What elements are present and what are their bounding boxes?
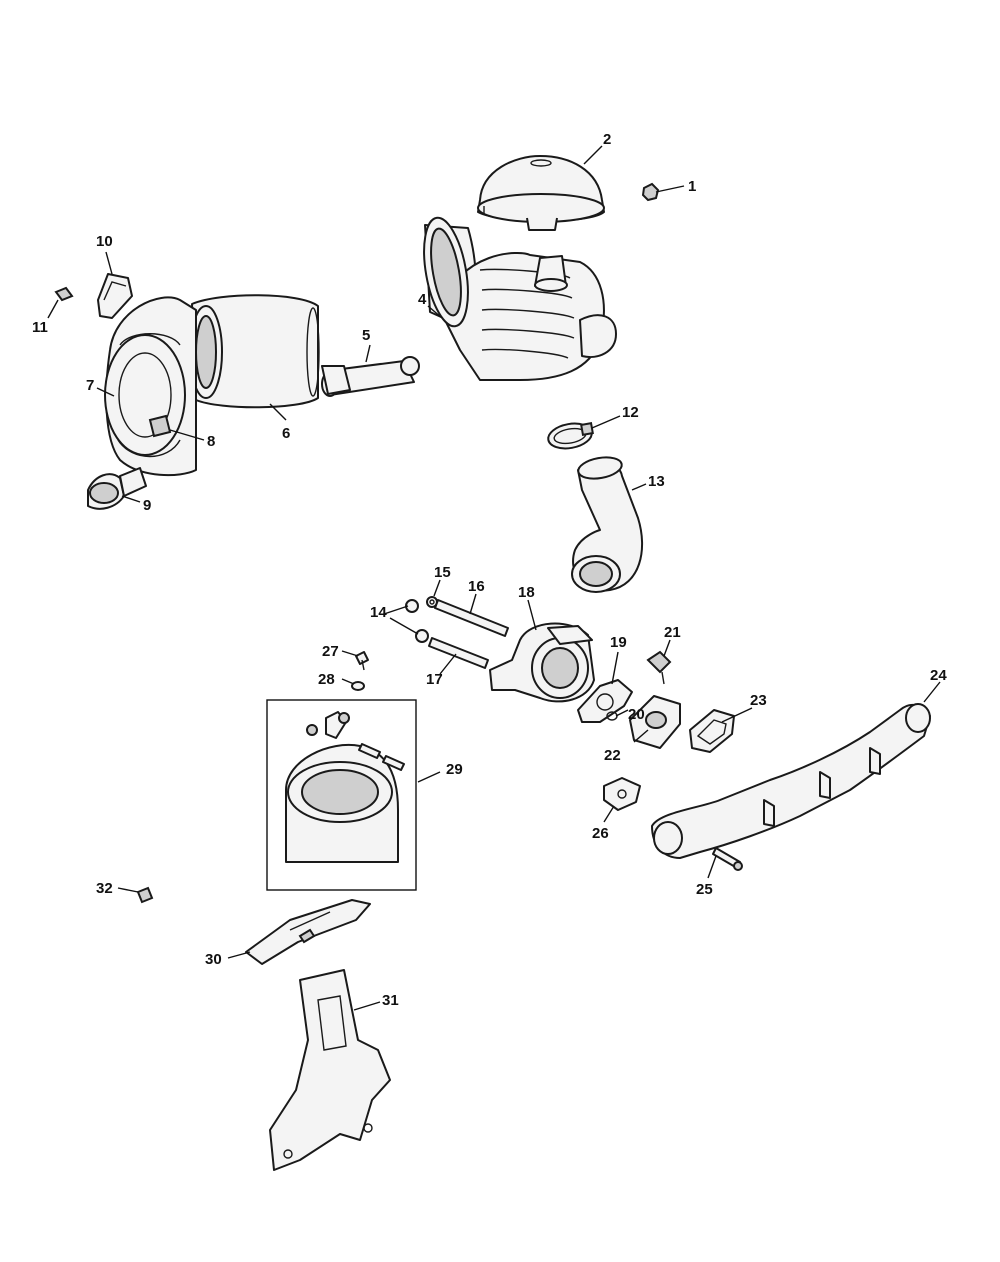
part-13-hose (571, 456, 644, 593)
callout-26: 26 (592, 825, 609, 842)
part-10-bracket (97, 273, 133, 319)
part-28-washer (351, 681, 365, 691)
callout-32: 32 (96, 880, 113, 897)
callout-30: 30 (205, 951, 222, 968)
callout-25: 25 (696, 881, 713, 898)
callout-18: 18 (518, 584, 535, 601)
part-21-fitting (646, 650, 672, 685)
part-27-bolt (355, 651, 369, 671)
callout-2: 2 (603, 131, 611, 148)
callout-9: 9 (143, 497, 151, 514)
part-16-stud (434, 599, 509, 637)
callout-28: 28 (318, 671, 335, 688)
callout-10: 10 (96, 233, 113, 250)
part-5-tube (321, 356, 420, 397)
callout-4: 4 (418, 291, 427, 308)
callout-23: 23 (750, 692, 767, 709)
callout-14: 14 (370, 604, 387, 621)
callout-19: 19 (610, 634, 627, 651)
part-14-nuts (405, 599, 429, 643)
callout-27: 27 (322, 643, 339, 660)
part-8-clip (148, 414, 172, 438)
callout-1: 1 (688, 178, 696, 195)
callout-6: 6 (282, 425, 290, 442)
part-2-cover (477, 155, 605, 231)
callout-11: 11 (32, 319, 48, 336)
part-31-support (269, 969, 391, 1171)
callout-22: 22 (604, 747, 621, 764)
part-1-clip (641, 182, 660, 202)
part-9-valve (87, 467, 147, 510)
callout-17: 17 (426, 671, 443, 688)
callout-8: 8 (207, 433, 215, 450)
callout-12: 12 (622, 404, 639, 421)
part-24-manifold (651, 703, 931, 859)
part-30-bracket (245, 899, 371, 965)
callout-16: 16 (468, 578, 485, 595)
callout-5: 5 (362, 327, 370, 344)
leader-lines (47, 145, 941, 1011)
part-17-stud (428, 637, 489, 669)
callout-15: 15 (434, 564, 451, 581)
part-7-end-cap (104, 296, 197, 477)
callout-labels: 1 2 4 5 6 7 8 9 10 11 12 13 14 15 16 17 … (32, 131, 947, 1009)
part-23-gasket (689, 709, 735, 753)
part-18-adapter (489, 622, 595, 703)
part-29-band-assembly (266, 699, 417, 891)
part-4-housing (423, 216, 617, 381)
part-12-clamp (547, 422, 594, 450)
part-25-bolt (712, 847, 743, 871)
callout-21: 21 (664, 624, 681, 641)
part-32-clip (136, 886, 154, 904)
part-26-plate (603, 777, 641, 811)
callout-7: 7 (86, 377, 94, 394)
callout-13: 13 (648, 473, 665, 490)
part-11-screw (54, 286, 74, 302)
part-6-filter (189, 294, 320, 409)
callout-24: 24 (930, 667, 947, 684)
callout-20: 20 (628, 706, 645, 723)
part-19-gasket (577, 679, 633, 723)
callout-31: 31 (382, 992, 399, 1009)
callout-29: 29 (446, 761, 463, 778)
